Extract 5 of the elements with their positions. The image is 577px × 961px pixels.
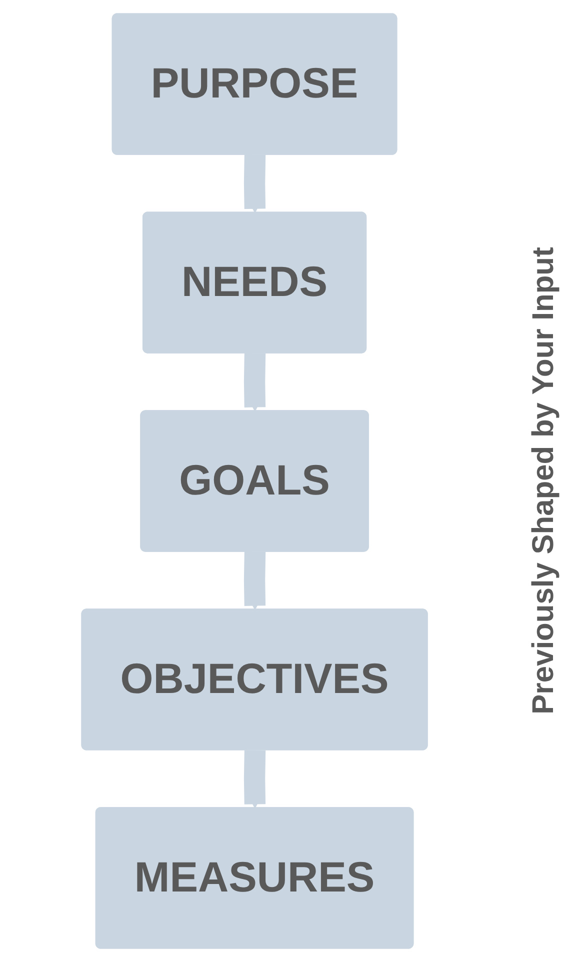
arrow [244,551,266,610]
arrow [244,352,266,412]
arrow [244,154,266,213]
side-note: Previously Shaped by Your Input [526,246,560,714]
arrow [244,750,266,808]
